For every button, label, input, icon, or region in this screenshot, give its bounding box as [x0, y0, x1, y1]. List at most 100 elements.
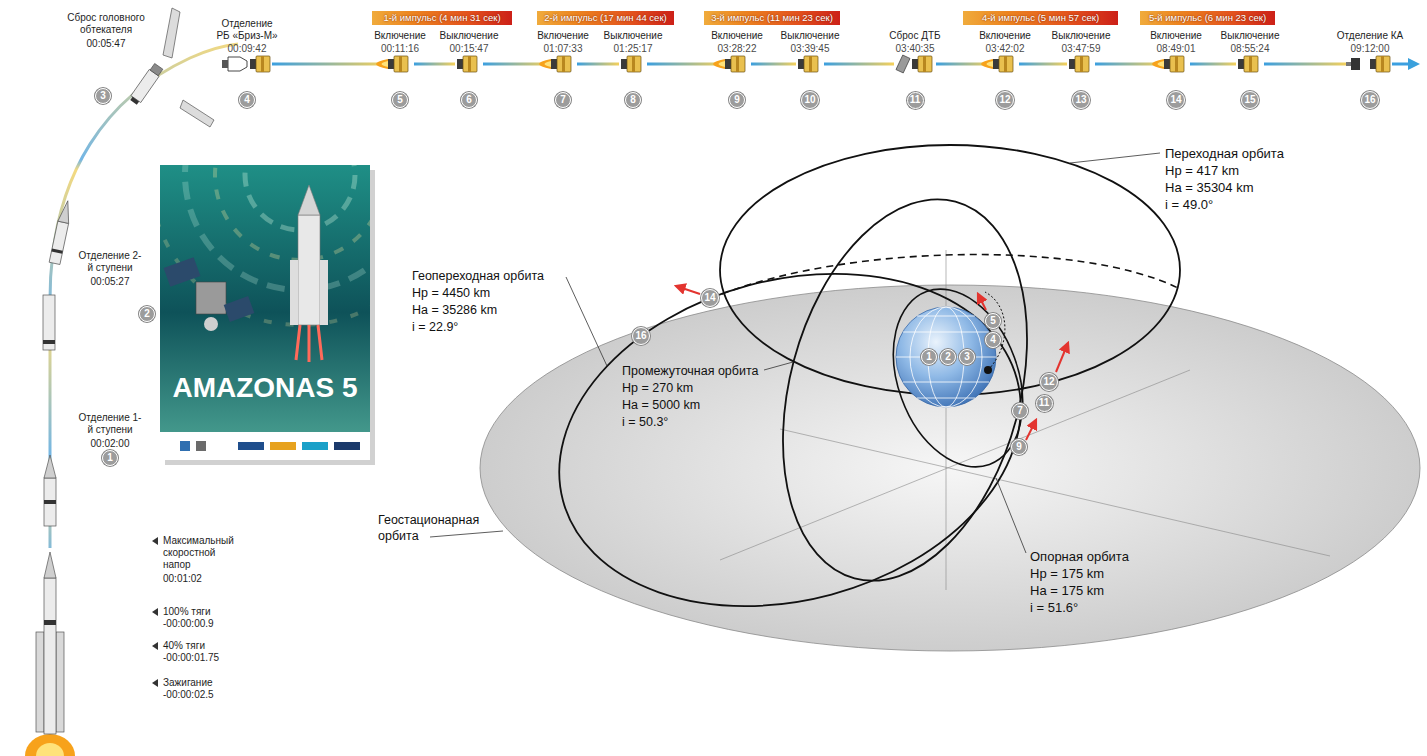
callout-text: 3: [100, 91, 106, 101]
callout-text: 4: [990, 335, 996, 345]
orbit-parameter: Hp = 417 km: [1165, 162, 1239, 179]
orbit-name: Промежуточная орбита: [622, 363, 759, 380]
event-label: Включение: [1150, 30, 1202, 42]
callout-text: 14: [1170, 95, 1181, 105]
event-time: 00:11:16: [381, 43, 419, 55]
callout-number: 4: [985, 332, 1001, 348]
event-time: 09:12:00: [1351, 43, 1390, 55]
event-time: 08:55:24: [1231, 43, 1270, 55]
orbit-name: Переходная орбита: [1165, 145, 1284, 162]
callout-number: 16: [632, 327, 650, 345]
callout-number: 11: [1036, 395, 1053, 412]
event-time: 00:05:47: [87, 38, 126, 50]
callout-number: 11: [907, 92, 924, 109]
orbit-name: Геостационарная орбита: [378, 512, 490, 544]
event-label: Включение: [979, 30, 1031, 42]
callout-number: 3: [95, 88, 111, 104]
callout-number: 5: [985, 313, 1001, 329]
orbit-parameter: Hp = 4450 km: [412, 285, 490, 302]
callout-text: 4: [244, 95, 250, 105]
callout-text: 5: [397, 95, 403, 105]
callout-number: 4: [239, 92, 255, 108]
orbit-parameter: Hp = 175 km: [1030, 565, 1104, 582]
callout-text: 7: [560, 95, 566, 105]
orbit-name: Геопереходная орбита: [412, 268, 544, 285]
event-label: Отделение КА: [1337, 30, 1403, 42]
callout-text: 2: [144, 309, 150, 319]
marker-label: 100% тяги: [163, 606, 211, 618]
marker-time: -00:00:00.9: [163, 618, 214, 630]
callout-number: 2: [139, 306, 155, 322]
event-time: 00:05:27: [91, 276, 130, 288]
event-time: 01:07:33: [544, 43, 583, 55]
event-time: 03:47:59: [1062, 43, 1101, 55]
callout-text: 11: [910, 95, 921, 105]
orbit-parameter: Ha = 5000 km: [622, 397, 700, 414]
callout-text: 9: [1016, 442, 1022, 452]
event-time: 00:15:47: [450, 43, 489, 55]
marker-time: -00:00:02.5: [163, 689, 214, 701]
event-time: 00:02:00: [91, 438, 130, 450]
callout-number: 7: [1012, 403, 1028, 419]
event-time: 03:40:35: [896, 43, 935, 55]
burn-band: 3-й импульс (11 мин 23 сек): [704, 11, 840, 25]
event-label: Отделение РБ «Бриз-М»: [215, 18, 279, 42]
callout-number: 7: [555, 92, 571, 108]
event-time: 08:49:01: [1157, 43, 1196, 55]
event-label: Выключение: [440, 30, 499, 42]
event-time: 03:28:22: [718, 43, 757, 55]
orbit-parameter: Ha = 35286 km: [412, 302, 497, 319]
callout-number: 12: [1040, 373, 1058, 391]
event-label: Включение: [374, 30, 426, 42]
marker-label: Максимальный скоростной напор: [163, 535, 239, 571]
callout-number: 15: [1241, 91, 1259, 109]
callout-number: 2: [940, 349, 956, 365]
event-time: 01:25:17: [614, 43, 653, 55]
orbit-parameter: i = 51.6°: [1030, 599, 1078, 616]
callout-text: 15: [1244, 95, 1255, 105]
event-label: Включение: [537, 30, 589, 42]
orbit-parameter: i = 50.3°: [622, 414, 668, 431]
callout-number: 6: [461, 92, 477, 108]
marker-time: 00:01:02: [163, 573, 202, 585]
band-text: 1-й импульс (4 мин 31 сек): [383, 13, 500, 23]
callout-number: 9: [1011, 439, 1027, 455]
event-label: Отделение 2-й ступени: [78, 250, 142, 274]
event-time: 00:09:42: [228, 43, 267, 55]
callout-text: 5: [990, 316, 996, 326]
burn-band: 5-й импульс (6 мин 23 сек): [1140, 11, 1275, 25]
event-label: Выключение: [1052, 30, 1111, 42]
callout-text: 12: [1043, 377, 1054, 387]
marker-time: -00:00:01.75: [163, 652, 219, 664]
callout-number: 14: [1167, 91, 1185, 109]
band-text: 2-й импульс (17 мин 44 сек): [544, 13, 666, 23]
callout-text: 8: [630, 95, 636, 105]
callout-text: 10: [804, 95, 815, 105]
event-label: Сброс ДТБ: [889, 30, 940, 42]
callout-text: 6: [466, 95, 472, 105]
event-label: Включение: [711, 30, 763, 42]
band-text: 5-й импульс (6 мин 23 сек): [1149, 13, 1266, 23]
callout-text: 9: [734, 95, 740, 105]
event-label: Выключение: [1221, 30, 1280, 42]
burn-band: 2-й импульс (17 мин 44 сек): [537, 11, 674, 25]
callout-text: 1: [926, 352, 932, 362]
callout-number: 1: [921, 349, 937, 365]
callout-text: 2: [945, 352, 951, 362]
callout-number: 14: [701, 289, 719, 307]
callout-number: 12: [996, 91, 1014, 109]
callout-text: 3: [964, 352, 970, 362]
event-label: Выключение: [604, 30, 663, 42]
orbit-parameter: i = 49.0°: [1165, 196, 1213, 213]
callout-text: 13: [1075, 95, 1086, 105]
callout-text: 16: [635, 331, 646, 341]
event-label: Отделение 1-й ступени: [78, 412, 142, 436]
orbit-parameter: i = 22.9°: [412, 319, 458, 336]
callout-number: 5: [392, 92, 408, 108]
burn-band: 1-й импульс (4 мин 31 сек): [372, 11, 512, 25]
event-time: 03:42:02: [986, 43, 1025, 55]
band-text: 4-й импульс (5 мин 57 сек): [982, 13, 1099, 23]
marker-label: Зажигание: [163, 677, 213, 689]
callout-text: 14: [704, 293, 715, 303]
orbit-parameter: Hp = 270 km: [622, 380, 693, 397]
